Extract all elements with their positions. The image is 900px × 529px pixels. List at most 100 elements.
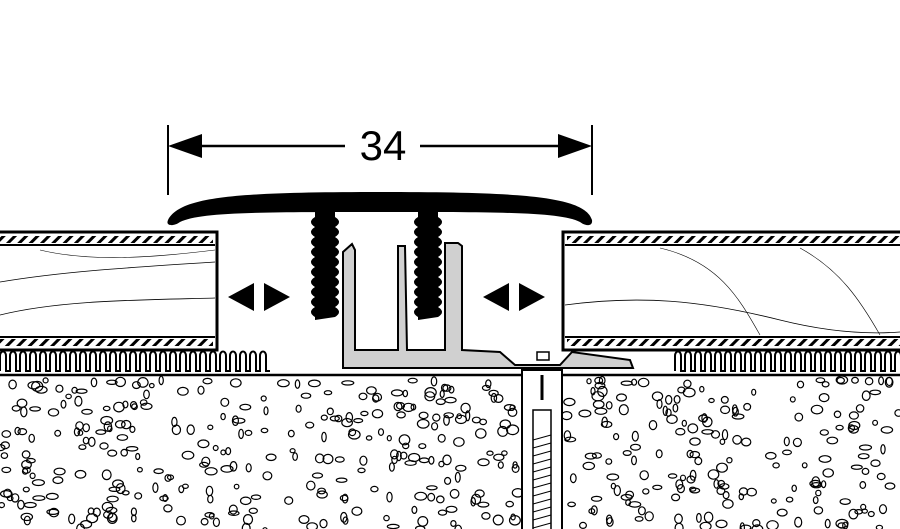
aggregate-pebble: [106, 379, 118, 385]
aggregate-pebble: [131, 403, 138, 411]
aggregate-pebble: [682, 387, 696, 398]
aggregate-pebble: [100, 415, 114, 426]
aggregate-pebble: [689, 437, 701, 446]
aggregate-pebble: [582, 461, 596, 471]
aggregate-pebble: [90, 377, 98, 388]
aggregate-pebble: [740, 524, 752, 529]
aggregate-pebble: [791, 484, 798, 492]
aggregate-pebble: [637, 377, 650, 388]
aggregate-pebble: [439, 389, 445, 399]
aggregate-pebble: [54, 429, 62, 437]
aggregate-pebble: [861, 467, 870, 475]
aggregate-pebble: [220, 412, 226, 421]
underlay-left: [0, 350, 270, 372]
movement-arrows-right: [483, 283, 545, 311]
aggregate-pebble: [334, 456, 345, 463]
aggregate-pebble: [120, 448, 129, 457]
aggregate-pebble: [630, 455, 637, 466]
aggregate-pebble: [95, 429, 107, 435]
aggregate-pebble: [493, 394, 504, 404]
aggregate-pebble: [637, 506, 646, 516]
aggregate-pebble: [776, 508, 788, 517]
aggregate-pebble: [11, 405, 21, 412]
aggregate-pebble: [262, 471, 273, 481]
aggregate-pebble: [220, 465, 234, 473]
aggregate-pebble: [82, 423, 91, 433]
aggregate-pebble: [351, 506, 363, 516]
aggregate-pebble: [597, 385, 608, 397]
aggregate-pebble: [289, 448, 296, 454]
aggregate-pebble: [824, 518, 831, 529]
aggregate-pebble: [298, 514, 310, 524]
aggregate-pebble: [122, 400, 129, 409]
aggregate-pebble: [848, 508, 859, 520]
aggregate-pebble: [181, 483, 189, 489]
aggregate-pebble: [323, 390, 333, 396]
aggregate-pebble: [402, 389, 409, 398]
aggregate-pebble: [245, 463, 252, 473]
aggregate-pebble: [465, 410, 471, 422]
aggregate-pebble: [794, 412, 804, 422]
aggregate-pebble: [162, 494, 169, 503]
aggregate-pebble: [1, 466, 12, 474]
aggregate-pebble: [851, 376, 859, 384]
aggregate-pebble: [442, 454, 452, 466]
aggregate-pebble: [689, 469, 697, 481]
aggregate-pebble: [818, 393, 830, 403]
aggregate-pebble: [512, 461, 518, 469]
aggregate-pebble: [360, 410, 369, 417]
aggregate-pebble: [708, 397, 715, 404]
aggregate-pebble: [860, 503, 867, 511]
aggregate-pebble: [103, 421, 113, 432]
aggregate-pebble: [148, 382, 155, 389]
aggregate-pebble: [785, 496, 794, 503]
aggregate-pebble: [228, 510, 240, 517]
aggregate-pebble: [370, 485, 379, 493]
aggregate-pebble: [746, 487, 757, 497]
movement-arrows-left: [228, 283, 290, 311]
aggregate-pebble: [82, 436, 90, 445]
screw-head-slot: [536, 351, 550, 361]
aggregate-pebble: [158, 375, 164, 386]
aggregate-pebble: [590, 495, 603, 502]
aggregate-pebble: [481, 512, 491, 520]
aggregate-pebble: [0, 452, 9, 460]
aggregate-pebble: [135, 452, 141, 461]
aggregate-pebble: [55, 384, 64, 393]
aggregate-pebble: [53, 467, 66, 476]
aggregate-pebble: [848, 411, 860, 420]
aggregate-pebble: [342, 516, 349, 525]
aggregate-pebble: [764, 451, 777, 460]
aggregate-pebble: [485, 379, 492, 389]
aggregate-pebble: [477, 458, 490, 467]
aggregate-pebble: [320, 414, 328, 421]
aggregate-pebble: [864, 377, 874, 386]
aggregate-pebble: [801, 462, 808, 469]
aggregate-pebble: [456, 413, 463, 420]
aggregate-pebble: [77, 429, 84, 436]
aggregate-pebble: [411, 505, 418, 514]
aggregate-pebble: [46, 508, 60, 515]
aggregate-pebble: [676, 484, 686, 494]
aggregate-pebble: [307, 379, 321, 388]
aggregate-pebble: [17, 499, 25, 510]
aggregate-pebble: [837, 522, 846, 529]
aggregate-pebble: [470, 493, 482, 505]
aggregate-pebble: [0, 441, 10, 450]
aggregate-pebble: [418, 411, 429, 420]
aggregate-pebble: [789, 396, 796, 403]
aggregate-pebble: [656, 399, 663, 410]
aggregate-pebble: [719, 438, 726, 445]
aggregate-pebble: [402, 442, 410, 450]
aggregate-pebble: [239, 496, 252, 506]
aggregate-pebble: [894, 409, 900, 417]
aggregate-pebble: [880, 444, 886, 455]
aggregate-pebble: [134, 492, 143, 500]
aggregate-pebble: [497, 461, 504, 469]
aggregate-pebble: [407, 452, 421, 463]
aggregate-pebble: [867, 510, 875, 518]
aggregate-pebble: [424, 387, 437, 398]
dimension-line: [167, 125, 593, 195]
aggregate-pebble: [686, 449, 694, 459]
